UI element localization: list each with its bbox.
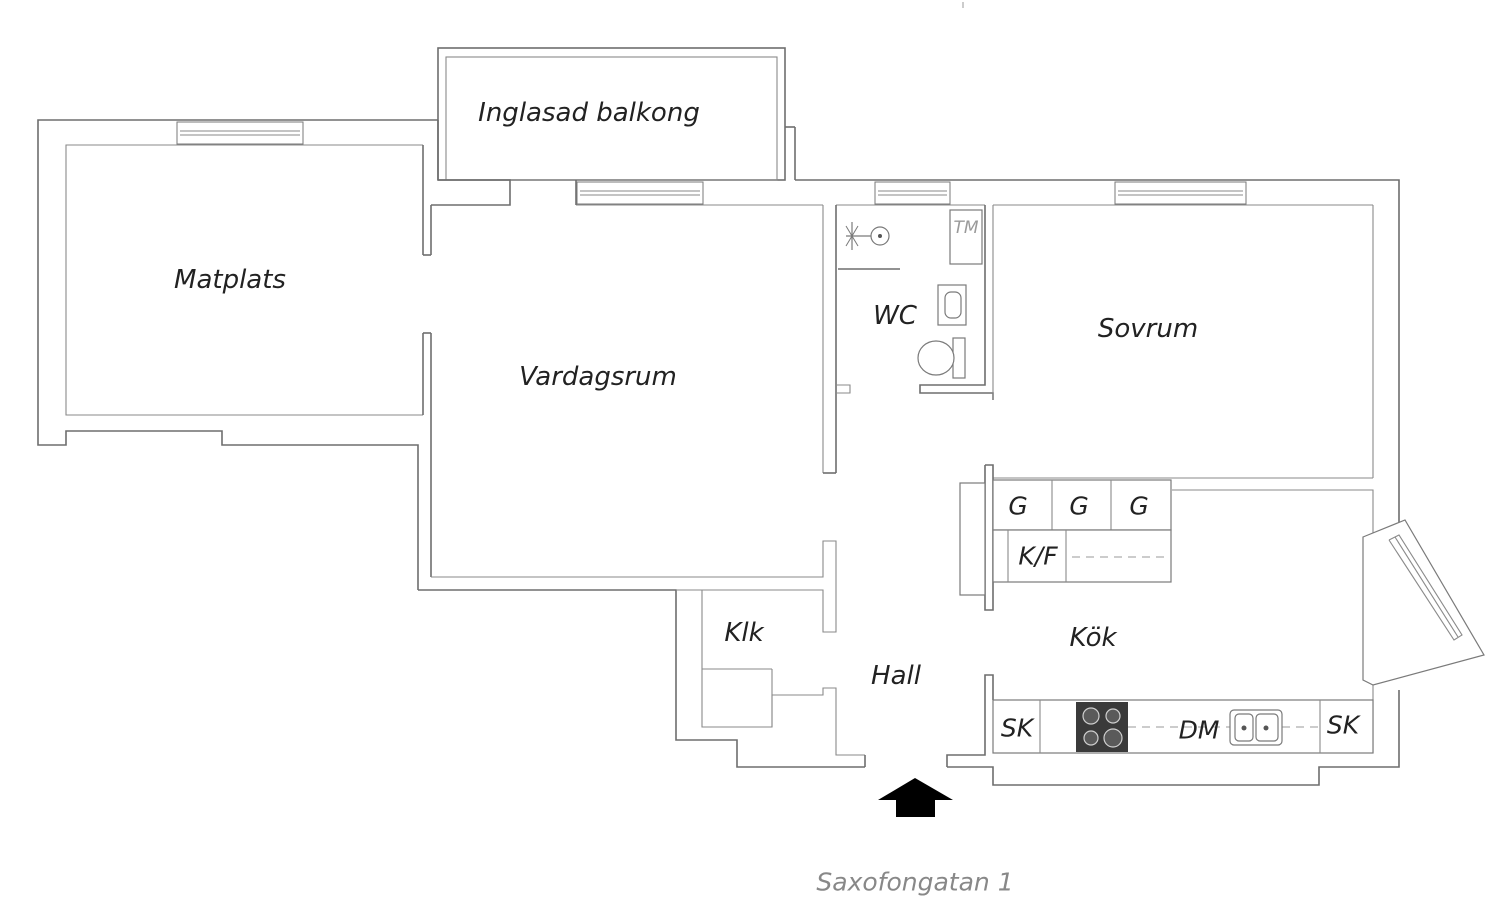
shower-icon [845,222,890,250]
fixture-label-kf: K/F [1018,541,1058,571]
room-label-balcony: Inglasad balkong [478,98,700,128]
living-walls [431,205,837,633]
lower-counter [992,699,1374,754]
entrance-arrow-icon [878,778,953,817]
room-label-living: Vardagsrum [519,362,677,392]
fixture-label-g1: G [1008,491,1028,521]
dining-walls [37,119,865,768]
room-label-bedroom: Sovrum [1097,314,1199,344]
upper-counter [959,479,1172,596]
wc-walls [836,205,994,400]
windows [176,121,1247,205]
fixture-label-g2: G [1069,491,1089,521]
room-label-kitchen: Kök [1069,623,1117,653]
fixture-label-sk-right: SK [1326,710,1360,740]
balcony-walls [437,47,796,181]
room-label-hall: Hall [871,661,921,691]
room-label-closet: Klk [724,618,764,648]
fixture-label-sk-left: SK [1000,713,1034,743]
washbasin-icon [937,284,967,326]
address-caption: Saxofongatan 1 [816,867,1014,897]
stove-icon [1076,702,1128,752]
fixture-label-dm: DM [1178,715,1220,745]
kitchen-walls [946,464,1485,786]
closet-walls [701,590,866,767]
top-walls [431,179,1400,535]
toilet-icon [917,337,966,379]
room-label-dining: Matplats [174,265,286,295]
fixture-label-tm: TM [953,218,979,238]
room-label-wc: WC [873,301,917,331]
fixture-label-g3: G [1129,491,1149,521]
sink-icon [1229,709,1283,746]
